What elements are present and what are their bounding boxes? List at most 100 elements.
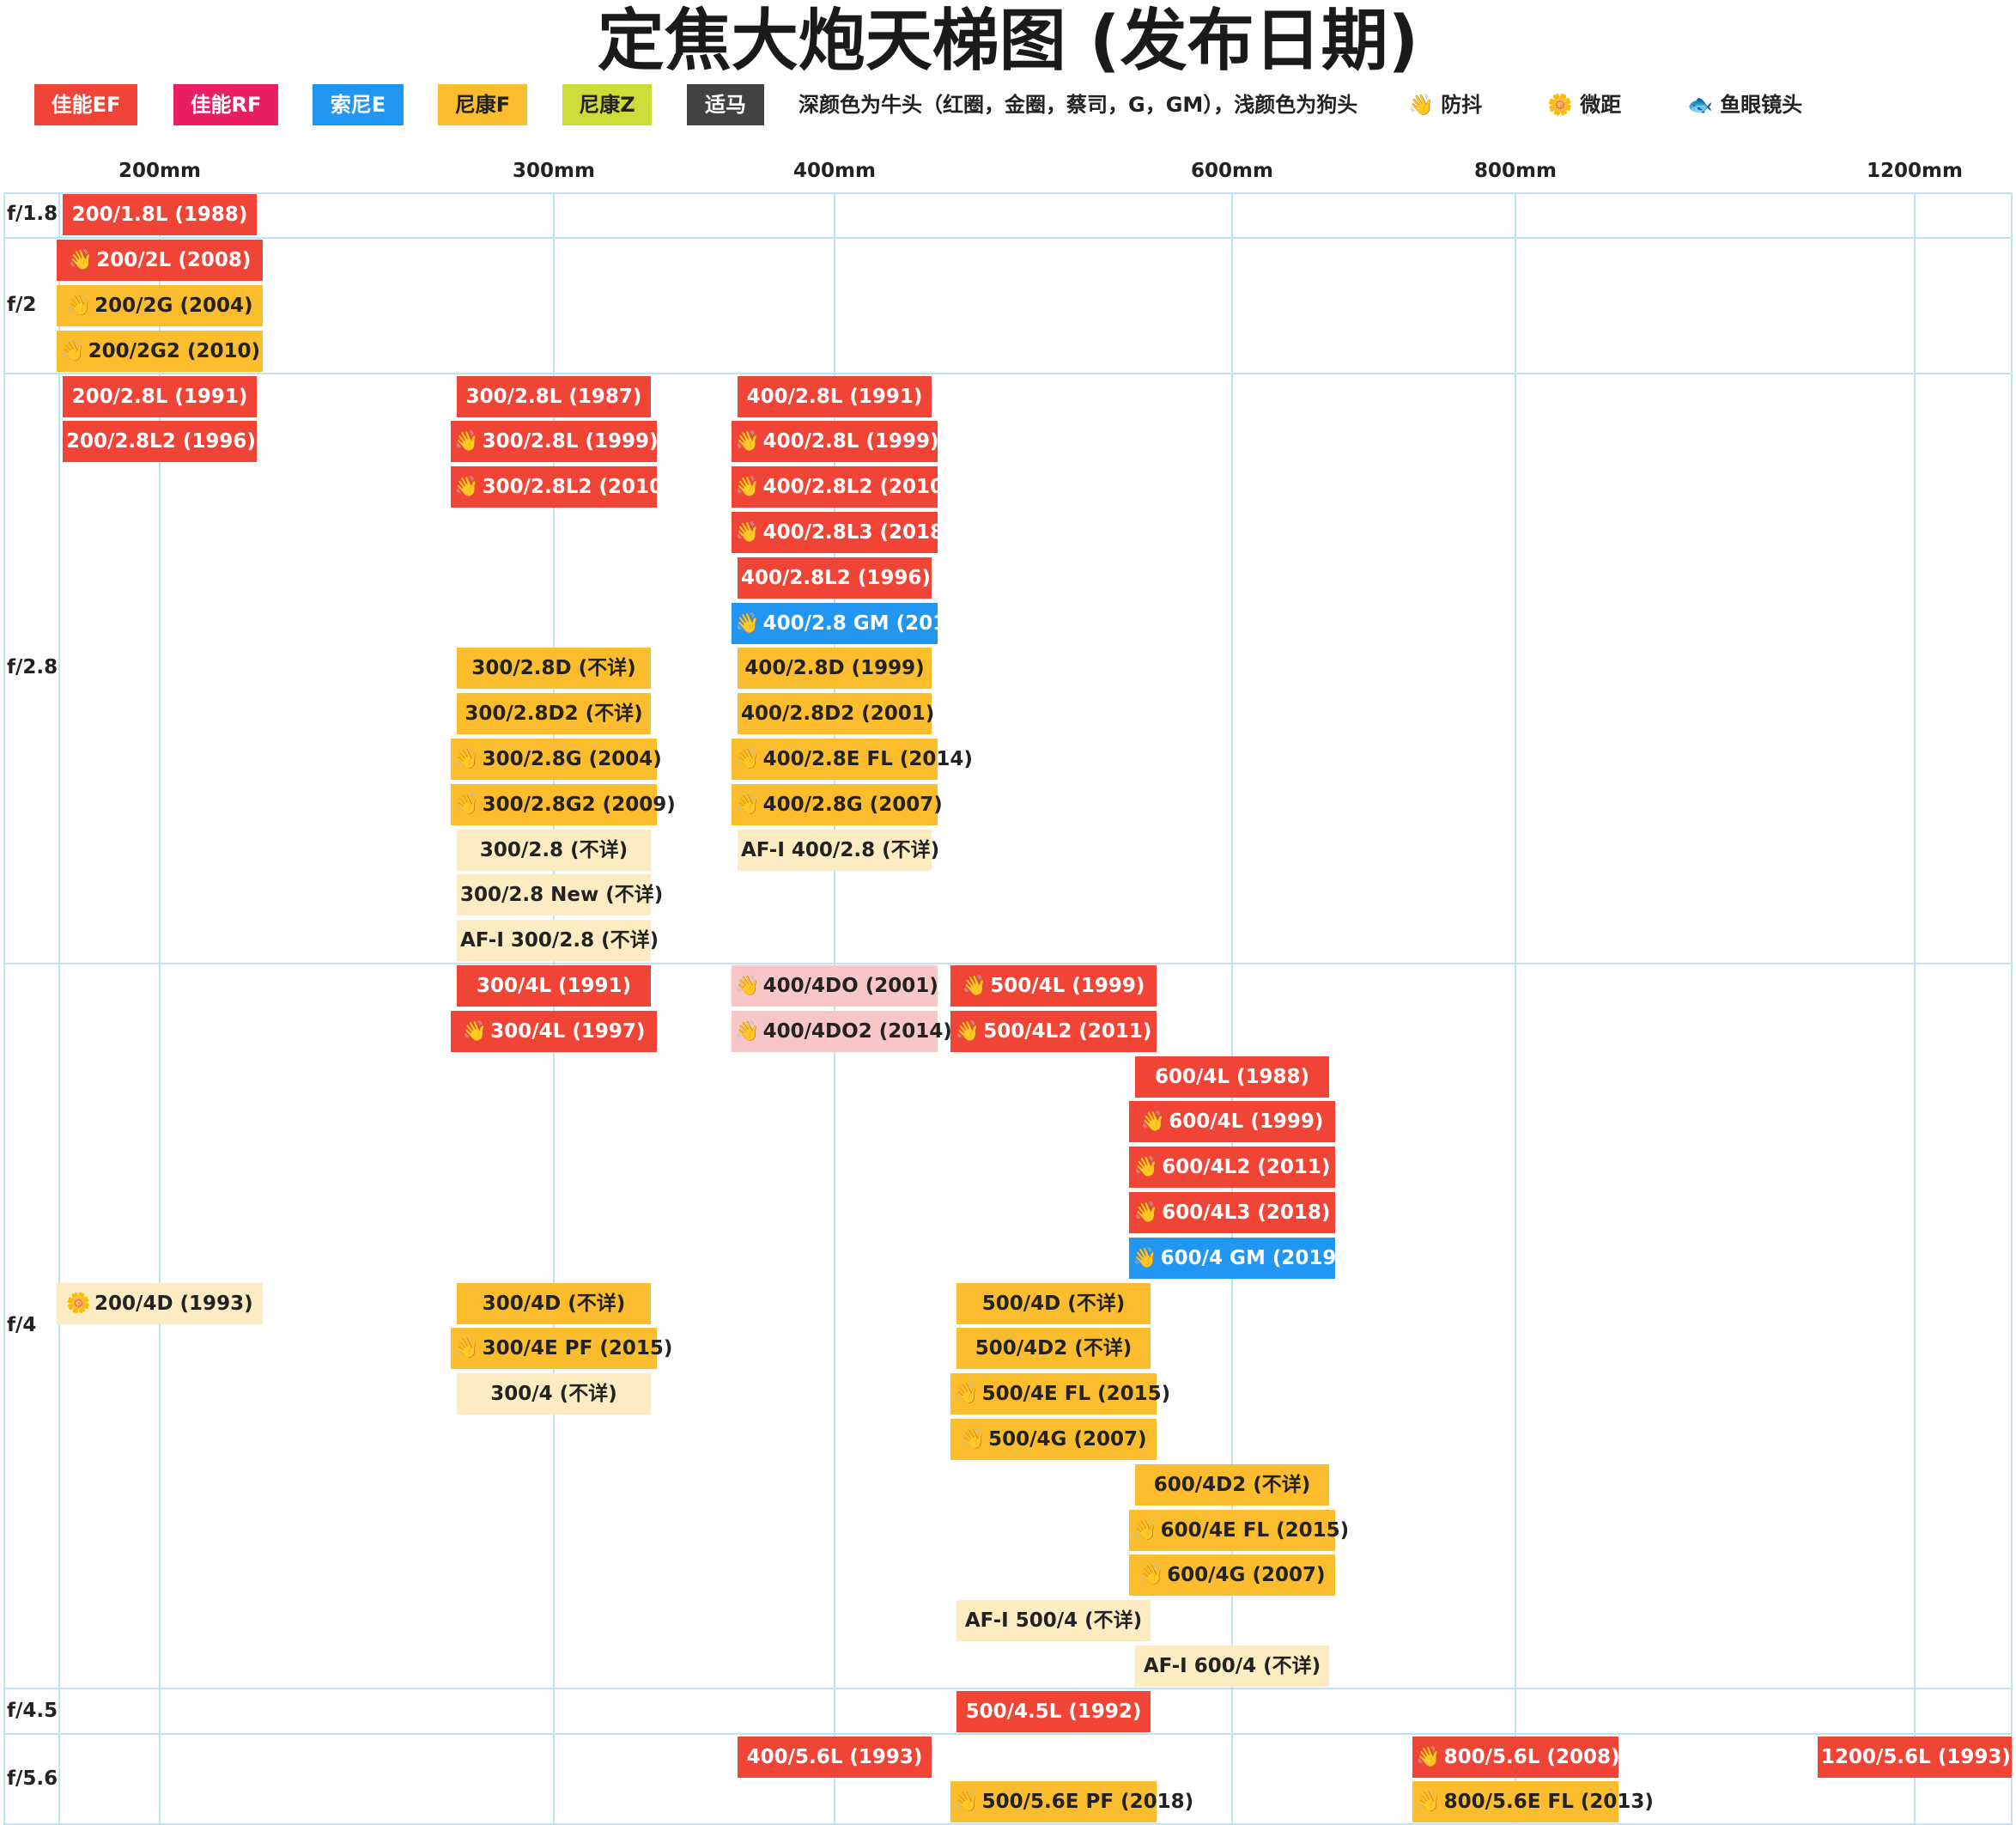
wave-hand-icon: 👋 — [1140, 1110, 1166, 1134]
focal-gridline — [834, 192, 835, 1825]
lens-entry: 300/2.8L (1987) — [457, 375, 651, 417]
lens-entry: 👋300/2.8L (1999) — [451, 421, 659, 463]
legend-note: 深颜色为牛头（红圈，金圈，蔡司，G，GM），浅颜色为狗头 — [799, 93, 1358, 117]
lens-name: 600/4E FL (2015) — [1160, 1518, 1350, 1542]
lens-name: 500/4L (1999) — [990, 975, 1145, 997]
wave-hand-icon: 👋 — [735, 793, 760, 816]
legend-macro: 🌼 微距 — [1547, 84, 1621, 125]
lens-entry: 👋400/2.8L (1999) — [732, 421, 939, 463]
wave-hand-icon: 👋 — [735, 748, 760, 770]
wave-hand-icon: 👋 — [1139, 1564, 1164, 1587]
wave-hand-icon: 👋 — [454, 793, 479, 816]
lens-entry: AF-I 400/2.8 (不详) — [738, 829, 939, 871]
lens-entry: 200/2.8L2 (1996) — [63, 421, 257, 463]
focal-gridline — [553, 192, 555, 1825]
lens-entry: 600/4L (1988) — [1135, 1055, 1329, 1098]
lens-entry: 200/1.8L (1988) — [63, 194, 257, 236]
lens-name: 200/2.8L (1991) — [71, 385, 248, 408]
legend-macro-label: 微距 — [1580, 93, 1622, 117]
lens-name: 600/4G (2007) — [1167, 1564, 1326, 1587]
lens-name: 500/4D (不详) — [981, 1292, 1126, 1315]
lens-entry: 👋400/4DO2 (2014) — [732, 1010, 952, 1052]
lens-entry: 👋500/4G (2007) — [950, 1419, 1157, 1460]
lens-name: 400/2.8 GM (2018) — [762, 611, 969, 635]
lens-name: 800/5.6L (2008) — [1443, 1745, 1620, 1768]
lens-name: 600/4L (1999) — [1169, 1110, 1324, 1134]
lens-entry: 👋600/4E FL (2015) — [1129, 1509, 1349, 1551]
lens-name: 500/4L2 (2011) — [983, 1019, 1152, 1043]
lens-name: 200/2G2 (2010) — [88, 339, 260, 362]
fish-icon: 🐟 — [1687, 93, 1713, 117]
lens-entry: 👋200/2G2 (2010) — [57, 330, 263, 372]
wave-hand-icon: 👋 — [454, 430, 479, 453]
lens-name: 300/4E PF (2015) — [482, 1337, 673, 1360]
focal-gridline — [1515, 192, 1516, 1825]
lens-name: 400/2.8L3 (2018) — [762, 521, 953, 544]
wave-hand-icon: 👋 — [1132, 1518, 1157, 1542]
lens-entry: 👋300/2.8G (2004) — [451, 739, 662, 780]
wave-hand-icon: 👋 — [1408, 93, 1434, 117]
legend-chip-sigma: 适马 — [687, 84, 764, 125]
lens-entry: 400/2.8L (1991) — [738, 375, 932, 417]
lens-name: 400/4DO (2001) — [762, 975, 938, 997]
lens-name: 500/4E FL (2015) — [981, 1383, 1171, 1406]
legend: 佳能EF 佳能RF 索尼E 尼康F 尼康Z 适马 深颜色为牛头（红圈，金圈，蔡司… — [0, 84, 2016, 129]
lens-name: AF-I 400/2.8 (不详) — [741, 838, 940, 861]
lens-name: 800/5.6E FL (2013) — [1443, 1791, 1654, 1814]
lens-entry: 👋400/2.8E FL (2014) — [732, 739, 973, 780]
lens-entry: 👋300/4E PF (2015) — [451, 1328, 672, 1370]
lens-name: 400/2.8E FL (2014) — [762, 748, 973, 770]
wave-hand-icon: 👋 — [1133, 1156, 1159, 1179]
aperture-label: f/2 — [7, 294, 37, 316]
lens-entry: 500/4.5L (1992) — [956, 1690, 1151, 1732]
lens-entry: 👋400/2.8G (2007) — [732, 783, 943, 825]
lens-entry: 👋600/4 GM (2019) — [1129, 1237, 1345, 1279]
aperture-row-divider — [3, 373, 2013, 375]
lens-entry: 👋600/4L2 (2011) — [1129, 1147, 1335, 1189]
lens-name: 300/2.8L2 (2010) — [482, 476, 672, 499]
wave-hand-icon: 👋 — [735, 521, 760, 544]
lens-name: 400/2.8L (1991) — [746, 385, 923, 408]
lens-name: AF-I 300/2.8 (不详) — [460, 929, 659, 952]
focal-length-label: 200mm — [118, 160, 201, 182]
legend-stabilization: 👋 防抖 — [1408, 84, 1482, 125]
lens-entry: 500/4D (不详) — [956, 1282, 1151, 1324]
legend-chip-nikon-z: 尼康Z — [562, 84, 652, 125]
lens-name: 400/2.8D2 (2001) — [741, 703, 935, 726]
lens-entry: 300/4 (不详) — [457, 1373, 651, 1415]
lens-name: 600/4L (1988) — [1154, 1065, 1310, 1088]
lens-name: 300/2.8L (1999) — [482, 430, 659, 453]
wave-hand-icon: 👋 — [735, 476, 760, 499]
wave-hand-icon: 👋 — [960, 1428, 986, 1451]
wave-hand-icon: 👋 — [1416, 1791, 1441, 1814]
legend-fisheye: 🐟 鱼眼镜头 — [1687, 84, 1802, 125]
wave-hand-icon: 👋 — [954, 1791, 979, 1814]
lens-entry: 👋200/2L (2008) — [57, 240, 263, 282]
lens-name: 200/2G (2004) — [94, 295, 253, 317]
lens-entry: 👋400/2.8 GM (2018) — [732, 602, 969, 644]
wave-hand-icon: 👋 — [735, 1019, 760, 1043]
lens-name: 600/4D2 (不详) — [1153, 1473, 1311, 1496]
lens-name: 300/4D (不详) — [482, 1292, 626, 1315]
lens-name: 300/2.8G2 (2009) — [482, 793, 676, 816]
lens-entry: 600/4D2 (不详) — [1135, 1463, 1329, 1506]
lens-entry: AF-I 600/4 (不详) — [1135, 1646, 1329, 1687]
aperture-label: f/5.6 — [7, 1767, 58, 1790]
wave-hand-icon: 👋 — [735, 975, 760, 997]
wave-hand-icon: 👋 — [454, 748, 479, 770]
focal-length-label: 1200mm — [1867, 160, 1963, 182]
lens-entry: 300/2.8D2 (不详) — [457, 693, 651, 735]
lens-name: 400/4DO2 (2014) — [762, 1019, 952, 1043]
lens-entry: 👋500/5.6E PF (2018) — [950, 1781, 1193, 1823]
lens-name: 600/4L2 (2011) — [1162, 1156, 1331, 1179]
flower-icon: 🌼 — [66, 1292, 92, 1315]
lens-entry: 👋500/4L2 (2011) — [950, 1010, 1157, 1052]
wave-hand-icon: 👋 — [735, 430, 760, 453]
lens-name: 300/2.8 (不详) — [479, 838, 628, 861]
lens-name: 500/5.6E PF (2018) — [981, 1791, 1194, 1814]
focal-gridline — [1231, 192, 1233, 1825]
lens-entry: 👋800/5.6L (2008) — [1412, 1736, 1620, 1778]
lens-name: 300/2.8D (不详) — [471, 657, 636, 680]
lens-entry: 👋300/4L (1997) — [451, 1010, 657, 1052]
focal-length-label: 300mm — [513, 160, 595, 182]
